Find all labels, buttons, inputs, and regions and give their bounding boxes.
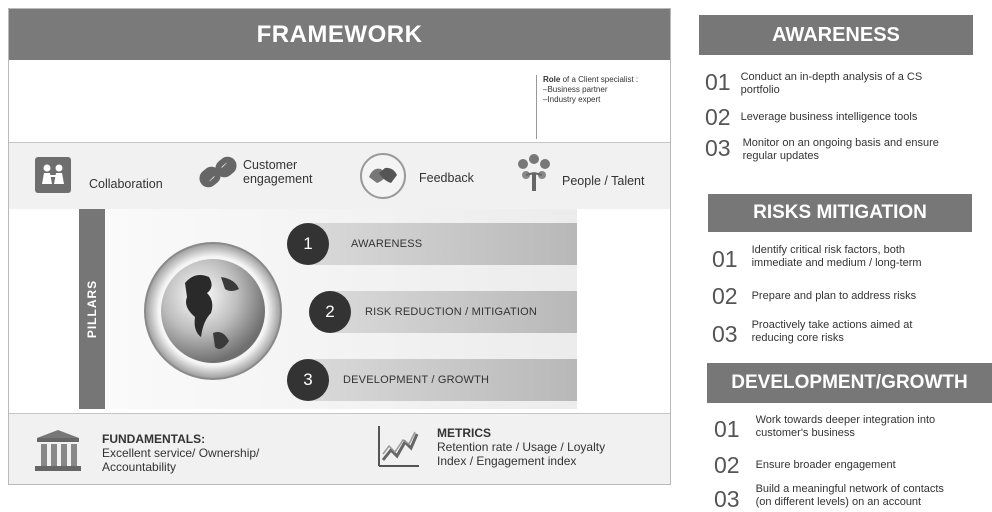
risks-text-2: Prepare and plan to address risks bbox=[751, 290, 917, 302]
development-growth-title: DEVELOPMENT/GROWTH bbox=[731, 372, 968, 393]
awareness-num-1: 01 bbox=[705, 69, 731, 95]
development-growth-header: DEVELOPMENT/GROWTH bbox=[707, 363, 992, 403]
role-box: Role of a Client specialist : –Business … bbox=[536, 75, 677, 139]
risks-mitigation-title: RISKS MITIGATION bbox=[753, 202, 927, 223]
role-heading-bold: Role bbox=[543, 75, 561, 84]
values-row: Collaboration Customer engagement bbox=[9, 143, 670, 209]
value-feedback: Feedback bbox=[359, 153, 474, 199]
value-label-feedback: Feedback bbox=[419, 171, 474, 185]
awareness-num-2: 02 bbox=[705, 104, 731, 130]
fundamentals-line-1: Excellent service/ Ownership/ bbox=[102, 446, 260, 460]
development-text-1-line-1: Work towards deeper integration into bbox=[755, 414, 936, 426]
development-text-3-line-1: Build a meaningful network of contacts bbox=[755, 483, 944, 495]
value-label-people-talent: People / Talent bbox=[562, 174, 645, 188]
pillar-number-1: 1 bbox=[287, 223, 329, 265]
risks-text-1-line-2: immediate and medium / long-term bbox=[751, 257, 922, 269]
development-text-1-line-2: customer's business bbox=[755, 427, 855, 439]
development-text-2: Ensure broader engagement bbox=[755, 459, 896, 471]
risks-mitigation-header: RISKS MITIGATION bbox=[708, 194, 972, 232]
risks-text-3-line-1: Proactively take actions aimed at bbox=[751, 319, 913, 331]
development-text-3: Build a meaningful network of contacts(o… bbox=[756, 483, 944, 509]
awareness-text-1-line-2: portfolio bbox=[740, 84, 780, 96]
awareness-item-2: 02 Leverage business intelligence tools bbox=[705, 104, 918, 130]
pillar-1: 1 AWARENESS bbox=[287, 223, 577, 265]
awareness-text-2: Leverage business intelligence tools bbox=[740, 111, 918, 123]
role-line-1: –Business partner bbox=[543, 85, 608, 94]
pillars-bar: PILLARS bbox=[79, 209, 105, 409]
metrics-line-2: Index / Engagement index bbox=[437, 454, 577, 468]
globe-icon bbox=[144, 242, 282, 380]
value-label-customer-engagement: Customer engagement bbox=[243, 158, 313, 186]
pillar-label-2: RISK REDUCTION / MITIGATION bbox=[365, 306, 538, 318]
risks-item-2: 02 Prepare and plan to address risks bbox=[712, 283, 917, 309]
value-collaboration: Collaboration bbox=[35, 157, 163, 193]
handshake-icon bbox=[360, 153, 406, 199]
framework-panel: FRAMEWORK Role of a Client specialist : … bbox=[8, 8, 671, 485]
chain-link-icon bbox=[199, 156, 237, 188]
risks-text-3-line-2: reducing core risks bbox=[751, 332, 844, 344]
development-text-3-line-2: (on different levels) on an account bbox=[755, 496, 922, 508]
fundamentals-block: FUNDAMENTALS: Excellent service/ Ownersh… bbox=[102, 432, 259, 474]
value-label-collaboration: Collaboration bbox=[89, 177, 163, 191]
bottom-row: FUNDAMENTALS: Excellent service/ Ownersh… bbox=[9, 414, 670, 484]
framework-title-bar: FRAMEWORK bbox=[9, 9, 670, 60]
pillar-label-1: AWARENESS bbox=[351, 238, 423, 250]
risks-text-1-line-1: Identify critical risk factors, both bbox=[751, 244, 906, 256]
fundamentals-title: FUNDAMENTALS: bbox=[102, 432, 206, 446]
building-columns-icon bbox=[35, 430, 81, 471]
awareness-title: AWARENESS bbox=[772, 23, 900, 46]
tree-icon bbox=[518, 154, 550, 191]
role-heading: Role of a Client specialist : bbox=[543, 75, 677, 85]
pillar-number-2: 2 bbox=[309, 291, 351, 333]
pillar-2: 2 RISK REDUCTION / MITIGATION bbox=[309, 291, 577, 333]
role-heading-rest: of a Client specialist : bbox=[560, 75, 639, 84]
fundamentals-line-2: Accountability bbox=[102, 460, 177, 474]
risks-num-2: 02 bbox=[712, 283, 738, 309]
development-num-1: 01 bbox=[714, 416, 740, 442]
awareness-item-3: 03 Monitor on an ongoing basis and ensur… bbox=[705, 137, 939, 163]
divider bbox=[9, 142, 670, 143]
pillar-3: 3 DEVELOPMENT / GROWTH bbox=[287, 359, 577, 401]
development-num-2: 02 bbox=[714, 452, 740, 478]
awareness-header: AWARENESS bbox=[699, 15, 973, 55]
role-line-2: –Industry expert bbox=[543, 95, 601, 104]
customer-line-1: Customer bbox=[243, 158, 298, 172]
pillars-area: PILLARS bbox=[9, 209, 670, 414]
line-chart-icon bbox=[378, 426, 419, 467]
risks-num-3: 03 bbox=[712, 321, 738, 347]
metrics-line-1: Retention rate / Usage / Loyalty bbox=[437, 440, 606, 454]
awareness-num-3: 03 bbox=[705, 135, 731, 161]
value-people-talent: People / Talent bbox=[514, 151, 644, 193]
pillars-label: PILLARS bbox=[85, 279, 99, 339]
development-item-2: 02 Ensure broader engagement bbox=[714, 452, 896, 478]
pillar-label-3: DEVELOPMENT / GROWTH bbox=[343, 374, 490, 386]
pillar-number-3: 3 bbox=[287, 359, 329, 401]
people-icon bbox=[35, 157, 71, 193]
awareness-text-3-line-1: Monitor on an ongoing basis and ensure bbox=[742, 137, 939, 149]
development-num-3: 03 bbox=[714, 486, 740, 512]
divider bbox=[9, 413, 670, 414]
development-item-3: 03 Build a meaningful network of contact… bbox=[714, 483, 944, 512]
risks-num-1: 01 bbox=[712, 246, 738, 272]
value-customer-engagement: Customer engagement bbox=[199, 155, 313, 189]
awareness-text-1-line-1: Conduct an in-depth analysis of a CS bbox=[740, 71, 923, 83]
awareness-text-3-line-2: regular updates bbox=[742, 150, 820, 162]
metrics-block: METRICS Retention rate / Usage / Loyalty… bbox=[437, 426, 605, 468]
customer-line-2: engagement bbox=[243, 172, 313, 186]
metrics-title: METRICS bbox=[437, 426, 491, 440]
pillars-panel: 1 AWARENESS 2 RISK REDUCTION / MITIGATIO… bbox=[105, 209, 577, 409]
framework-title: FRAMEWORK bbox=[256, 20, 423, 48]
